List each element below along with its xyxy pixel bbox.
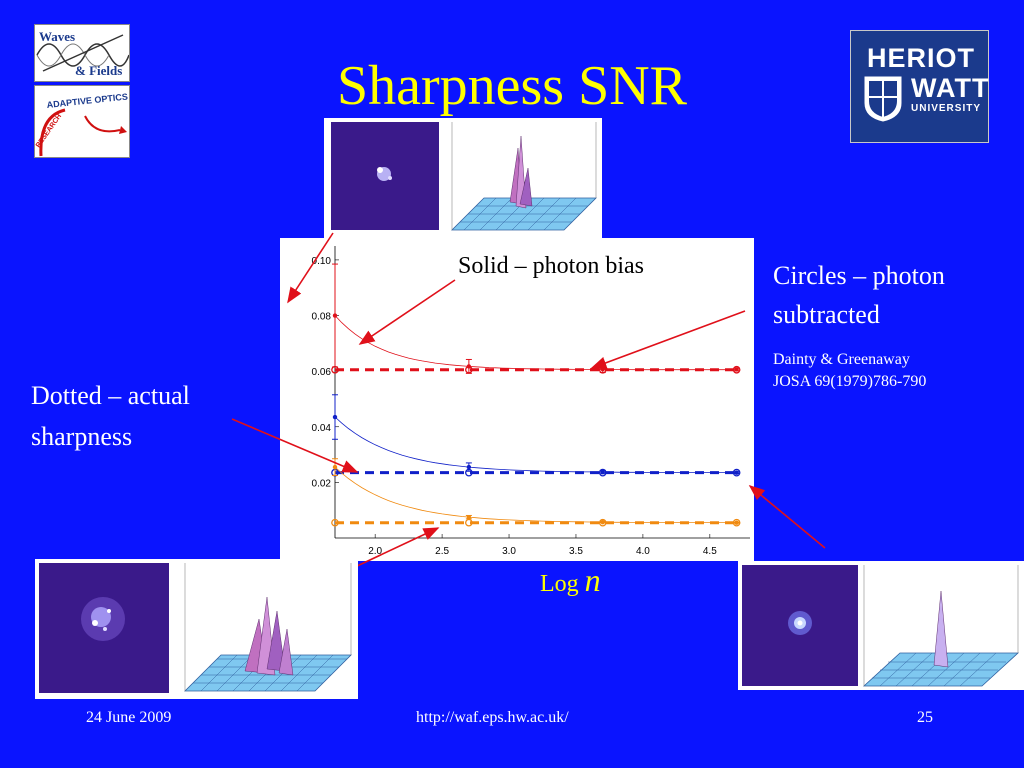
series-2-solid-curve xyxy=(334,466,737,523)
footer-url[interactable]: http://waf.eps.hw.ac.uk/ xyxy=(416,709,569,726)
series-2-solid-point-3 xyxy=(734,520,739,525)
x-tick-label-3: 3.5 xyxy=(569,546,583,557)
annotation-circles-line2: subtracted xyxy=(773,300,880,329)
series-1-circle-point-3 xyxy=(732,468,741,477)
series-2-solid-point-0 xyxy=(332,464,338,470)
annotation-solid: Solid – photon bias xyxy=(458,253,645,279)
crest-icon xyxy=(864,76,902,122)
y-tick-label-3: 0.08 xyxy=(312,312,332,323)
annotation-circles-line1: Circles – photon xyxy=(773,261,945,290)
reference-line2: JOSA 69(1979)786-790 xyxy=(773,373,927,390)
x-tick-label-2: 3.0 xyxy=(502,546,516,557)
series-0-circle-point-0 xyxy=(331,365,339,374)
slide-title: Sharpness SNR xyxy=(336,55,688,117)
series-1-circle-point-2 xyxy=(598,468,607,477)
sharpness-chart: 2.0 2.5 3.0 3.5 4.0 4.5 0.02 0.04 0.06 0.08 0.10 xyxy=(312,246,750,557)
footer-page-number: 25 xyxy=(917,709,933,726)
series-1-circle-point-1 xyxy=(465,468,473,477)
series-1-solid-point-3 xyxy=(734,470,739,475)
series-0-solid-point-3 xyxy=(734,367,739,372)
footer-date: 24 June 2009 xyxy=(86,709,172,726)
bottom-left-inset-panel xyxy=(35,559,358,699)
bottom-right-psf-images xyxy=(742,565,1020,687)
series-2-circle-point-1 xyxy=(465,518,473,527)
series-2-circle-point-0 xyxy=(331,518,339,527)
x-axis-label: Log n xyxy=(540,562,601,599)
bottom-right-inset-panel xyxy=(738,561,1024,690)
series-2-circle-point-3 xyxy=(732,518,741,527)
arrow-solid xyxy=(358,279,456,345)
reference-line1: Dainty & Greenaway xyxy=(773,351,910,368)
arrow-bottom-right-inset xyxy=(748,484,826,549)
y-tick-label-1: 0.04 xyxy=(312,423,332,434)
watt-text: WATT xyxy=(911,73,990,103)
waves-fields-logo: Waves & Fields xyxy=(34,24,130,82)
series-2-circle-point-2 xyxy=(598,518,607,527)
x-axis-label-variable: n xyxy=(584,562,601,598)
series-0-solid-point-0 xyxy=(332,313,338,318)
university-text: UNIVERSITY xyxy=(911,103,982,114)
adaptive-optics-icon: ADAPTIVE OPTICS RESEARCH xyxy=(35,92,128,157)
series-0-circle-point-3 xyxy=(732,365,741,374)
x-axis-label-prefix: Log xyxy=(540,571,579,597)
y-tick-label-0: 0.02 xyxy=(312,478,332,489)
bottom-left-psf-images xyxy=(39,563,352,693)
series-1-solid-point-2 xyxy=(600,469,605,475)
adaptive-optics-logo: ADAPTIVE OPTICS RESEARCH xyxy=(34,85,130,158)
svg-text:Waves: Waves xyxy=(39,29,75,44)
series-2-solid-point-2 xyxy=(600,519,605,525)
svg-text:& Fields: & Fields xyxy=(75,63,122,78)
annotation-dotted-line2: sharpness xyxy=(31,422,133,451)
series-1-solid-point-1 xyxy=(466,464,472,470)
y-tick-label-2: 0.06 xyxy=(312,367,332,378)
arrow-top-inset xyxy=(287,232,334,304)
series-1-solid-curve xyxy=(334,416,737,473)
x-tick-label-5: 4.5 xyxy=(703,546,717,557)
y-tick-label-4: 0.10 xyxy=(312,256,332,267)
x-tick-label-0: 2.0 xyxy=(368,546,382,557)
chart-panel: 2.0 2.5 3.0 3.5 4.0 4.5 0.02 0.04 0.06 0.08 0.10 xyxy=(280,238,754,561)
heriot-text: HERIOT xyxy=(867,43,976,73)
series-0-solid-curve xyxy=(334,315,737,371)
x-tick-label-4: 4.0 xyxy=(636,546,650,557)
x-tick-label-1: 2.5 xyxy=(435,546,449,557)
series-2-solid-point-1 xyxy=(466,514,472,520)
top-inset-panel xyxy=(324,118,602,238)
arrow-bottom-left-inset xyxy=(354,527,440,568)
arrow-circles xyxy=(590,310,746,369)
series-1-solid-point-0 xyxy=(332,414,338,420)
annotation-dotted-line1: Dotted – actual xyxy=(31,381,190,410)
arrow-dotted xyxy=(231,418,359,473)
heriot-watt-logo: HERIOT WATT UNIVERSITY xyxy=(850,30,989,143)
top-psf-images xyxy=(331,122,597,231)
waves-logo-icon: Waves & Fields xyxy=(36,29,130,78)
series-0-circle-point-1 xyxy=(465,365,473,374)
